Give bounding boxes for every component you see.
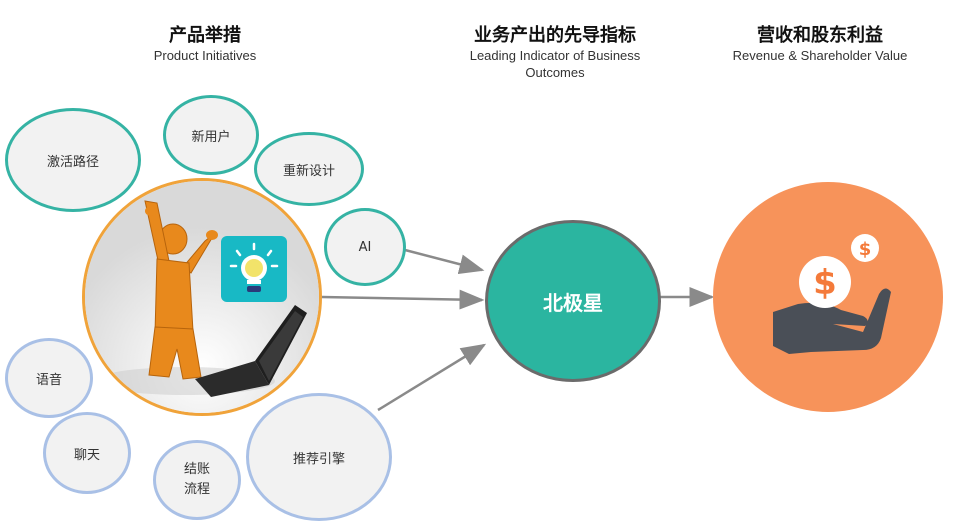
svg-text:$: $ <box>813 263 837 303</box>
north-star-label: 北极星 <box>543 290 603 315</box>
heading-product-initiatives-en: Product Initiatives <box>153 48 257 63</box>
bubble-redesign: 重新设计 <box>254 132 364 206</box>
bubble-activation-path: 激活路径 <box>5 108 141 212</box>
arrow-initiatives-to-northstar <box>321 289 485 310</box>
heading-leading-indicator-zh: 业务产出的先导指标 <box>474 25 636 46</box>
person-celebrating-image <box>85 181 319 413</box>
bubble-new-users-label: 新用户 <box>191 129 231 145</box>
bubble-checkout-flow: 结账 流程 <box>153 440 241 520</box>
arrow-recommend-to-northstar <box>377 343 487 412</box>
bubble-new-users: 新用户 <box>163 95 259 175</box>
bubble-checkout-flow-label-line2: 流程 <box>183 482 210 497</box>
heading-leading-indicator: 业务产出的先导指标 Leading Indicator of Business … <box>430 25 680 81</box>
bubble-redesign-label: 重新设计 <box>282 163 335 179</box>
hand-icon <box>773 288 891 354</box>
heading-revenue-en: Revenue & Shareholder Value <box>732 48 908 63</box>
laptop-icon <box>195 305 307 397</box>
heading-revenue: 营收和股东利益 Revenue & Shareholder Value <box>700 25 940 64</box>
revenue-circle: $ $ <box>713 182 943 412</box>
bubble-recommendation-engine: 推荐引擎 <box>246 393 392 521</box>
arrow-ai-to-northstar <box>404 248 485 275</box>
bubble-voice-label: 语音 <box>35 372 62 388</box>
bubble-ai: AI <box>324 208 406 286</box>
bubble-ai-label: AI <box>358 239 372 255</box>
heading-revenue-zh: 营收和股东利益 <box>757 25 883 46</box>
heading-leading-indicator-en-line2: Outcomes <box>525 65 585 80</box>
bubble-recommendation-engine-label: 推荐引擎 <box>292 451 345 467</box>
bubble-chat-label: 聊天 <box>73 447 100 463</box>
bubble-voice: 语音 <box>5 338 93 418</box>
north-star-circle: 北极星 <box>485 220 661 382</box>
lightbulb-icon <box>221 236 287 302</box>
bubble-checkout-flow-label-line1: 结账 <box>183 462 210 477</box>
bubble-chat: 聊天 <box>43 412 131 494</box>
bubble-activation-path-label: 激活路径 <box>46 154 99 170</box>
dollar-coin-icon: $ $ <box>799 234 879 308</box>
heading-product-initiatives-zh: 产品举措 <box>169 25 241 46</box>
heading-product-initiatives: 产品举措 Product Initiatives <box>120 25 290 64</box>
heading-leading-indicator-en-line1: Leading Indicator of Business <box>469 48 641 63</box>
revenue-illustration: $ $ <box>773 234 891 354</box>
svg-text:$: $ <box>859 239 872 260</box>
